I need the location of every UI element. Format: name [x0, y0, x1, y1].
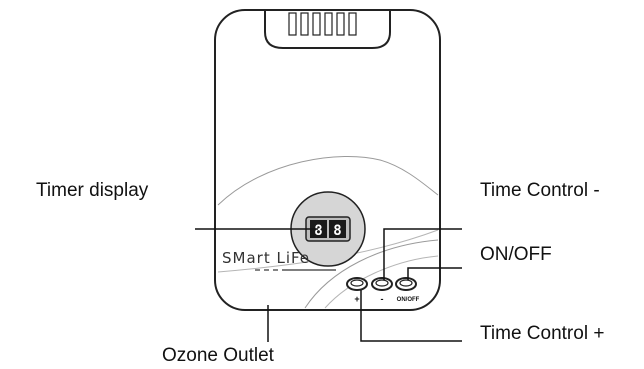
timer-digit-2: 8: [333, 223, 341, 239]
ozone-outlet-label: Ozone Outlet: [162, 345, 274, 366]
minus-button-label: -: [381, 294, 384, 304]
swoosh-curve-2: [324, 255, 439, 309]
plus-button-label: +: [354, 294, 359, 304]
brand-logo: SMart LiFe: [222, 249, 310, 267]
onoff-label: ON/OFF: [480, 244, 552, 265]
time-control-minus-leader: [383, 228, 462, 280]
upper-decor-curve: [217, 155, 439, 206]
plus-button[interactable]: [346, 277, 368, 291]
time-control-plus-leader: [360, 290, 462, 342]
timer-digit-cell-2: [329, 220, 346, 238]
time-control-plus-label: Time Control +: [480, 323, 605, 344]
timer-display-label: Timer display: [36, 180, 149, 201]
vent-slots: [288, 12, 357, 36]
timer-digit-cell-1: [310, 220, 327, 238]
timer-digit-1: 8: [314, 223, 322, 239]
onoff-button[interactable]: [395, 277, 417, 291]
onoff-button-label: ON/OFF: [397, 297, 420, 303]
time-control-minus-label: Time Control -: [480, 180, 600, 201]
swoosh-curve-1: [304, 239, 439, 309]
onoff-leader: [407, 267, 462, 280]
top-vent: [264, 10, 391, 49]
minus-button[interactable]: [371, 277, 393, 291]
